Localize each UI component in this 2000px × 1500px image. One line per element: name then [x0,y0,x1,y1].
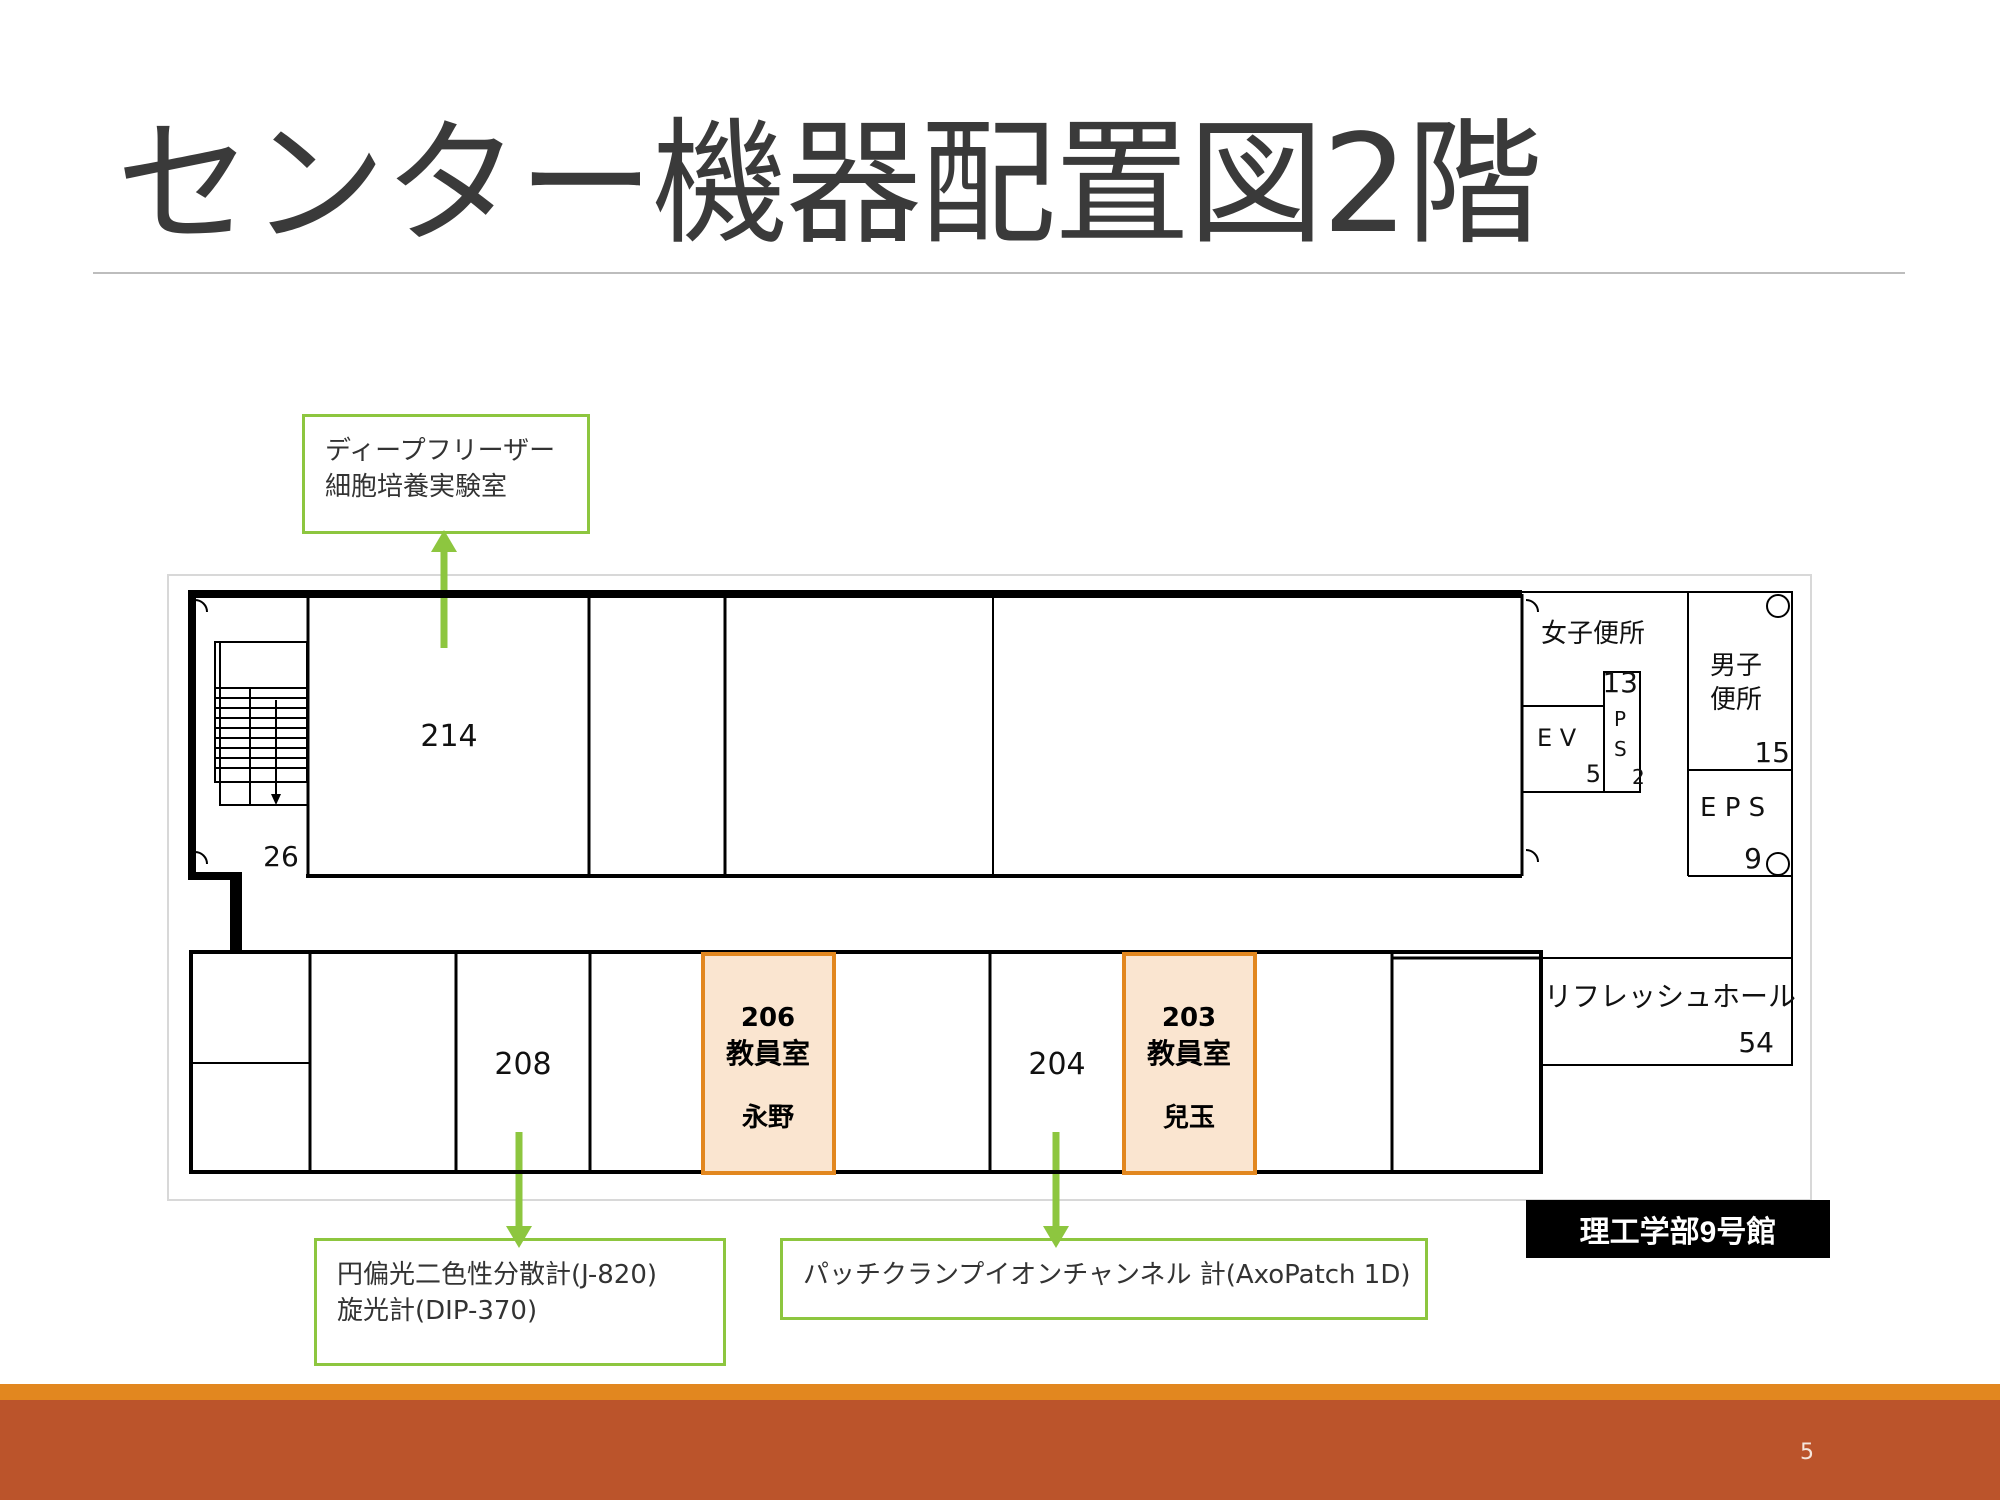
callout-cd-spectrometer: 円偏光二色性分散計(J-820) 旋光計(DIP-370) [314,1238,726,1366]
office-203-name: 兒玉 [1163,1103,1215,1133]
room-208-label: 208 [494,1047,551,1082]
office-206-name: 永野 [742,1103,794,1133]
womens-restroom-number: 13 [1602,666,1638,699]
pipe-shaft-p: P [1614,707,1626,731]
office-206-type: 教員室 [726,1037,810,1070]
footer-band [0,1400,2000,1500]
slide-title: センター機器配置図2階 [116,106,1543,264]
mens-restroom-label-1: 男子 [1710,651,1762,681]
callout-freezer-line1: ディープフリーザー [325,436,556,466]
office-206-number: 206 [741,1003,795,1033]
mens-restroom-label-2: 便所 [1710,685,1762,715]
mens-restroom-number: 15 [1754,736,1790,769]
office-203-highlight [1122,952,1257,1175]
arrow-to-patch [1043,1132,1069,1248]
arrow-to-freezer [431,530,457,648]
title-divider [93,272,1905,274]
callout-cd-line1: 円偏光二色性分散計(J-820) [337,1260,658,1290]
page-number: 5 [1800,1440,1814,1465]
pipe-shaft-number: 2 [1632,765,1645,789]
refresh-hall-label: リフレッシュホール [1544,980,1796,1013]
footer-accent-band [0,1384,2000,1400]
room-26-label: 26 [263,840,299,873]
callout-patch-clamp: パッチクランプイオンチャンネル 計(AxoPatch 1D) [780,1238,1428,1320]
office-206-highlight [701,952,836,1175]
callout-patch-line1: パッチクランプイオンチャンネル 計(AxoPatch 1D) [803,1260,1411,1290]
elevator-number: 5 [1586,760,1601,788]
eps-label: E P S [1700,793,1765,823]
office-203-type: 教員室 [1147,1037,1231,1070]
office-203-number: 203 [1162,1003,1216,1033]
upper-wing [188,590,1539,952]
arrow-to-cd [506,1132,532,1248]
refresh-hall-number: 54 [1738,1026,1774,1059]
room-214-label: 214 [420,719,477,754]
womens-restroom-label: 女子便所 [1541,619,1645,649]
lower-wing [189,876,1793,1174]
eps-number: 9 [1744,842,1762,875]
service-core [1522,591,1793,877]
elevator-label: E V [1537,724,1577,752]
building-label: 理工学部9号館 [1526,1200,1830,1258]
callout-deep-freezer: ディープフリーザー 細胞培養実験室 [302,414,590,534]
room-204-label: 204 [1028,1047,1085,1082]
callout-freezer-line2: 細胞培養実験室 [325,472,508,502]
pipe-shaft-s: S [1614,737,1627,761]
callout-cd-line2: 旋光計(DIP-370) [337,1296,538,1326]
